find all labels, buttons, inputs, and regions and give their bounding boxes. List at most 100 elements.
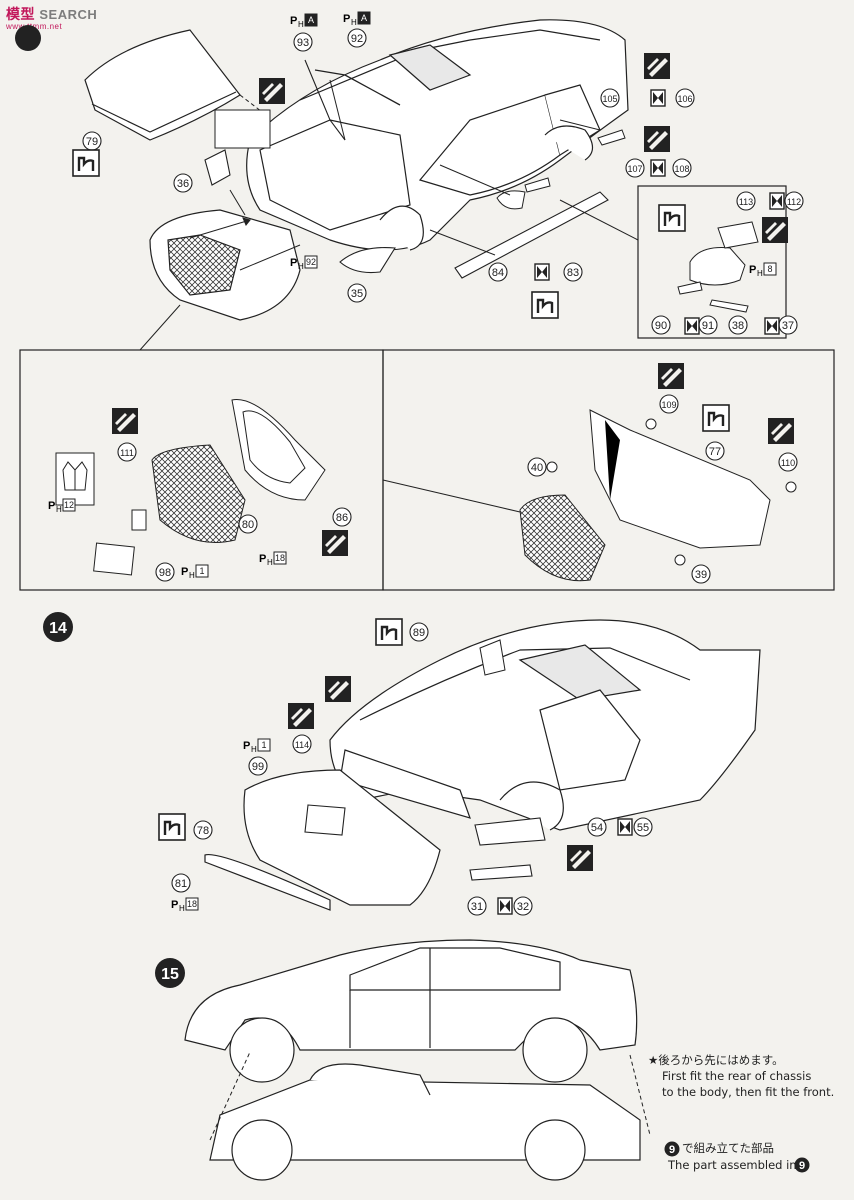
paint-icon <box>322 530 348 556</box>
note-en-2: to the body, then fit the front. <box>662 1085 835 1099</box>
headlight-part <box>339 247 396 274</box>
chassis-alignment-lines <box>209 1051 651 1141</box>
part-number-39: 39 <box>691 564 711 584</box>
part-number-91: 91 <box>698 315 718 335</box>
mirror-bracket-part <box>204 149 231 186</box>
svg-text:P: P <box>290 15 297 27</box>
part-number-37: 37 <box>778 315 798 335</box>
svg-text:1: 1 <box>261 740 266 750</box>
part-number-89: 89 <box>409 622 429 642</box>
paint-icon <box>567 845 593 871</box>
part-number-text: 109 <box>661 400 676 410</box>
pair-icon <box>769 192 785 210</box>
svg-text:8: 8 <box>767 264 772 274</box>
glue-icon <box>71 148 101 178</box>
paint-icon <box>644 126 670 152</box>
grille-detail-inset <box>19 304 384 591</box>
part-number-text: 31 <box>471 901 483 913</box>
paint-icon <box>259 78 285 104</box>
part-number-86: 86 <box>332 507 352 527</box>
mirror-part <box>496 190 526 210</box>
part-number-114: 114 <box>292 734 312 754</box>
part-number-text: 110 <box>781 458 795 468</box>
part-number-text: 91 <box>702 320 714 332</box>
part-number-36: 36 <box>173 173 193 193</box>
svg-text:18: 18 <box>275 553 285 563</box>
part-number-text: 80 <box>242 519 254 531</box>
svg-text:H: H <box>351 18 357 27</box>
svg-text:9: 9 <box>799 1160 805 1172</box>
part-number-text: 83 <box>567 267 579 279</box>
part-number-text: 114 <box>295 740 309 750</box>
part-number-text: 105 <box>602 94 617 104</box>
part-number-98: 98 <box>155 562 175 582</box>
watermark-brand: 模型 <box>6 6 35 22</box>
svg-text:P: P <box>181 566 188 578</box>
part-number-text: 111 <box>120 448 134 458</box>
car-body-rear <box>329 619 761 831</box>
part-number-text: 99 <box>252 761 264 773</box>
bumper-detail-inset <box>382 349 835 591</box>
svg-text:P: P <box>243 740 250 752</box>
part-number-text: 78 <box>197 825 209 837</box>
part-number-text: 36 <box>177 178 189 190</box>
svg-text:H: H <box>251 745 257 754</box>
pair-icon <box>617 818 633 836</box>
paint-icon <box>112 408 138 434</box>
rear-bumper-part <box>204 769 441 911</box>
step-9-ref-b: 9 <box>794 1157 810 1173</box>
part-number-text: 81 <box>175 878 187 890</box>
part-number-83: 83 <box>563 262 583 282</box>
part-number-99: 99 <box>248 756 268 776</box>
svg-text:14: 14 <box>49 620 67 637</box>
glue-icon <box>157 812 187 842</box>
part-number-text: 98 <box>159 567 171 579</box>
part-number-111: 111 <box>117 442 137 462</box>
pair-icon <box>650 89 666 107</box>
step-9-ref-a: 9 <box>664 1141 680 1157</box>
mirror-detail-inset <box>559 185 787 339</box>
assembly-arrows-top <box>189 79 601 271</box>
paint-icon <box>762 217 788 243</box>
front-bumper-part <box>149 209 301 321</box>
part-number-35: 35 <box>347 283 367 303</box>
part-number-81: 81 <box>171 873 191 893</box>
svg-text:H: H <box>757 269 763 278</box>
part-number-112: 112 <box>784 191 804 211</box>
part-number-40: 40 <box>527 457 547 477</box>
svg-text:H: H <box>189 571 195 580</box>
part-number-text: 84 <box>492 267 504 279</box>
svg-text:9: 9 <box>669 1144 675 1156</box>
part-number-113: 113 <box>736 191 756 211</box>
svg-text:P: P <box>343 13 350 25</box>
part-number-107: 107 <box>625 158 645 178</box>
part-number-text: 40 <box>531 462 543 474</box>
svg-text:15: 15 <box>161 966 179 983</box>
chassis-part <box>209 1063 641 1181</box>
part-number-55: 55 <box>633 817 653 837</box>
part-number-78: 78 <box>193 820 213 840</box>
part-number-text: 79 <box>86 136 98 148</box>
part-number-77: 77 <box>705 441 725 461</box>
part-number-54: 54 <box>587 817 607 837</box>
part-number-109: 109 <box>659 394 679 414</box>
part-number-text: 108 <box>674 164 689 174</box>
svg-text:H: H <box>179 904 185 913</box>
paint-icon <box>288 703 314 729</box>
part-number-text: 106 <box>677 94 692 104</box>
note-en-1: First fit the rear of chassis <box>662 1069 812 1083</box>
rear-diffuser-part <box>304 804 546 881</box>
part-number-text: 107 <box>627 164 642 174</box>
part-number-90: 90 <box>651 315 671 335</box>
assembled-jp-text: で組み立てた部品 <box>682 1141 774 1155</box>
door-handle-part <box>597 129 626 146</box>
side-skirt-part <box>454 191 609 279</box>
part-number-text: 39 <box>695 569 707 581</box>
